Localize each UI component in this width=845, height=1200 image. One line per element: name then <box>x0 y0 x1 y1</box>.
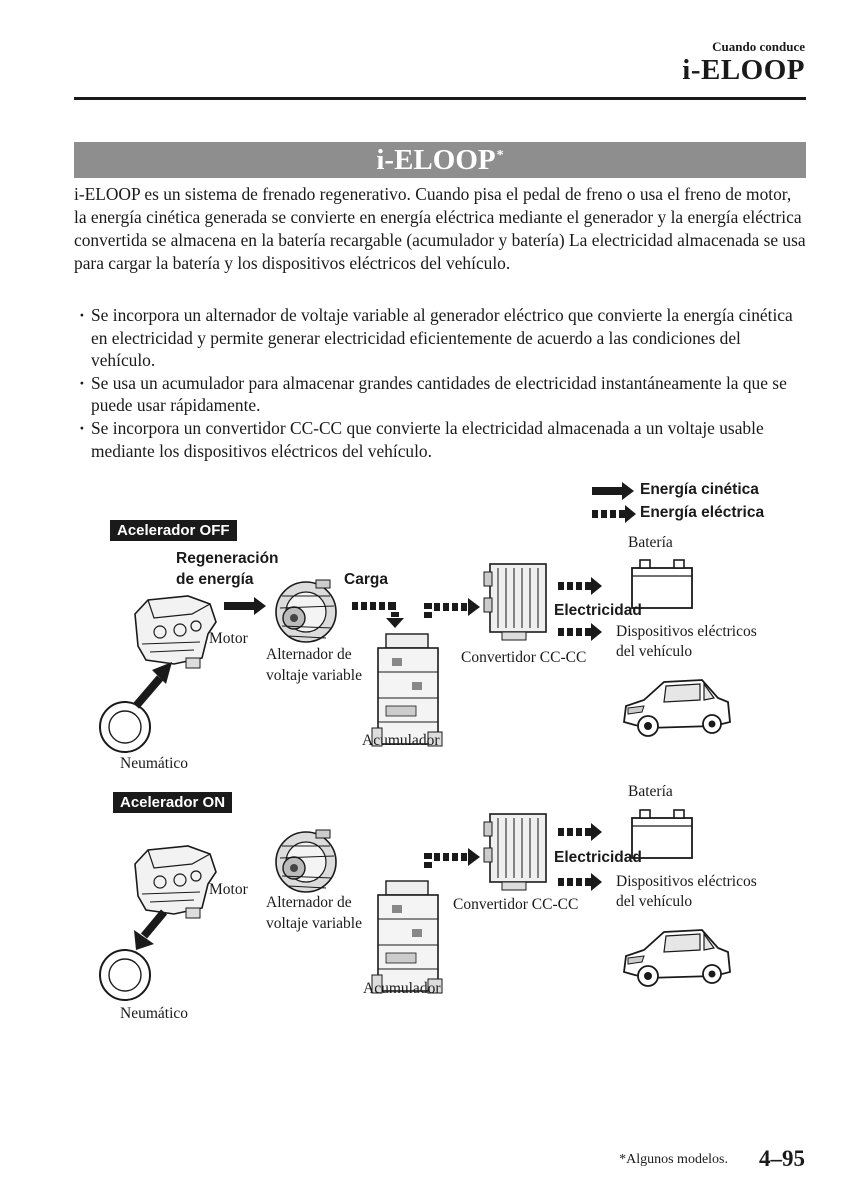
accumulator-icon <box>371 880 443 994</box>
devices-label-2: del vehículo <box>616 893 693 910</box>
footnote: *Algunos modelos. <box>619 1152 728 1167</box>
accelerator-on-tag: Acelerador ON <box>113 792 233 813</box>
motor-icon <box>134 595 217 669</box>
alternator-icon <box>275 579 337 643</box>
tire-icon <box>99 949 151 1001</box>
converter-to-battery-arrow <box>558 577 602 595</box>
banner-footnote-mark: * <box>496 148 504 163</box>
devices-label: Dispositivos eléctricos <box>616 623 757 640</box>
motor-label: Motor <box>209 630 248 647</box>
battery-label: Batería <box>628 534 673 551</box>
legend-electric-arrow <box>592 505 636 523</box>
regeneration-label: Regeneración <box>176 550 279 567</box>
alternator-label: Alternador de <box>266 646 352 663</box>
banner-title: i-ELOOP <box>376 144 496 176</box>
legend-kinetic-arrow <box>592 482 634 500</box>
alternator-icon <box>275 829 337 893</box>
accumulator-label: Acumulador <box>362 732 440 749</box>
accelerator-off-tag: Acelerador OFF <box>110 520 237 541</box>
motor-label: Motor <box>209 881 248 898</box>
motor-to-alternator-arrow <box>224 597 266 615</box>
section-label: Cuando conduce <box>712 39 805 54</box>
tire-to-motor-arrow <box>132 662 172 709</box>
regeneration-label-2: de energía <box>176 571 254 588</box>
accumulator-to-converter-arrow <box>424 848 480 868</box>
legend-kinetic-label: Energía cinética <box>640 481 759 498</box>
electricity-label: Electricidad <box>554 602 642 619</box>
charge-label: Carga <box>344 571 388 588</box>
legend-electric-label: Energía eléctrica <box>640 504 765 521</box>
alternator-label: Alternador de <box>266 894 352 911</box>
converter-to-devices-arrow <box>558 623 602 641</box>
list-item: Se incorpora un convertidor CC-CC que co… <box>74 417 806 462</box>
motor-icon <box>134 845 217 919</box>
list-item: Se usa un acumulador para almacenar gran… <box>74 372 806 417</box>
alternator-to-accumulator-arrow <box>352 602 404 628</box>
converter-icon <box>483 563 547 641</box>
electricity-label: Electricidad <box>554 849 642 866</box>
intro-paragraph: i-ELOOP es un sistema de frenado regener… <box>74 184 806 273</box>
feature-list: Se incorpora un alternador de voltaje va… <box>74 304 806 462</box>
accumulator-to-converter-arrow <box>424 598 480 618</box>
car-icon <box>623 679 731 737</box>
list-item: Se incorpora un alternador de voltaje va… <box>74 304 806 372</box>
devices-label-2: del vehículo <box>616 643 693 660</box>
converter-label: Convertidor CC-CC <box>453 896 579 913</box>
page-number: 4–95 <box>759 1146 805 1171</box>
header-divider <box>74 97 806 100</box>
tire-label: Neumático <box>120 755 189 772</box>
converter-icon <box>483 813 547 891</box>
motor-to-tire-arrow <box>134 909 168 950</box>
section-banner: i-ELOOP* <box>74 142 806 178</box>
tire-label: Neumático <box>120 1005 189 1022</box>
accumulator-icon <box>371 633 443 747</box>
tire-icon <box>99 701 151 753</box>
converter-to-devices-arrow <box>558 873 602 891</box>
converter-label: Convertidor CC-CC <box>461 649 587 666</box>
battery-icon <box>631 559 693 609</box>
converter-to-battery-arrow <box>558 823 602 841</box>
battery-label: Batería <box>628 783 673 800</box>
car-icon <box>623 929 731 987</box>
alternator-label-2: voltaje variable <box>266 915 362 932</box>
devices-label: Dispositivos eléctricos <box>616 873 757 890</box>
alternator-label-2: voltaje variable <box>266 667 362 684</box>
accumulator-label: Acumulador <box>363 980 441 997</box>
page-title: i-ELOOP <box>682 54 805 86</box>
